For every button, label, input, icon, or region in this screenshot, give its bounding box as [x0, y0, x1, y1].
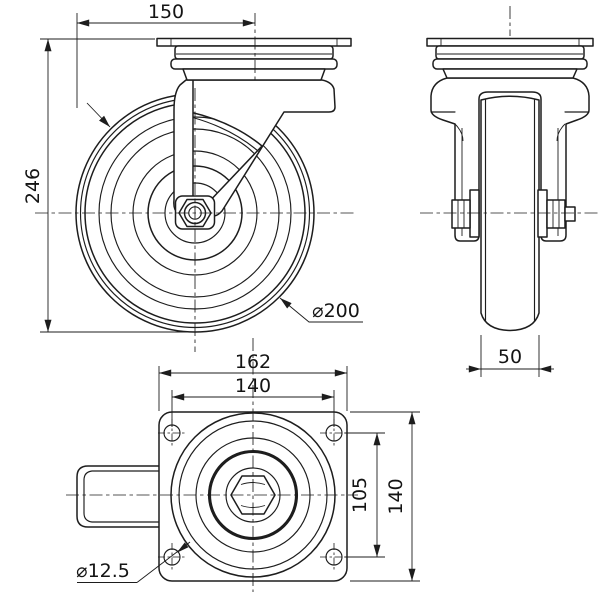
dim-wheel-width: 50: [466, 335, 554, 377]
dim-140h-label: 140: [235, 375, 271, 397]
wheel-footprint-tread-top: [83, 470, 167, 481]
kingpin-hexagon: [230, 475, 276, 515]
axle-washer-left: [469, 189, 480, 238]
axle-washer-right: [537, 189, 548, 238]
axle-nut-left: [451, 199, 471, 229]
dim-150-label: 150: [148, 1, 184, 23]
leader-bolt-hole-diameter: ⌀12.5: [76, 541, 191, 583]
leader-wheel-diameter: ⌀200: [279, 297, 363, 323]
swivel-race-lower: [432, 58, 588, 70]
dim-162-label: 162: [235, 351, 271, 373]
side-view: 50: [420, 6, 598, 377]
axle-nut-right: [546, 199, 566, 229]
dim-swivel-radius: 150: [76, 1, 255, 108]
leader-line: [279, 297, 363, 323]
leader-arrowhead: [176, 542, 189, 553]
dim-plate-length: 162: [158, 351, 348, 411]
front-centerlines: [35, 13, 357, 352]
front-fork: [173, 79, 336, 217]
dim-50-label: 50: [498, 346, 522, 368]
top-plate-edge: [156, 37, 352, 47]
fork-foot-curve-left: [454, 123, 464, 142]
fork-hood-accent-curve: [190, 116, 259, 152]
dim-bolt-spacing-vertical: 105: [345, 432, 385, 558]
swivel-race-upper: [174, 45, 334, 60]
leader-tread-arrow: [86, 102, 111, 128]
axle-stub-right: [564, 206, 576, 222]
bottom-view: 162 140 105 140 ⌀12.5: [66, 338, 420, 592]
side-axle: [451, 189, 576, 238]
dim-overall-height: 246: [22, 38, 197, 333]
dim-246-label: 246: [22, 168, 44, 204]
side-swivel-assembly: [426, 37, 594, 79]
front-swivel-assembly: [156, 37, 352, 81]
dim-plate-width: 140: [350, 411, 420, 582]
fork-hood-and-leg: [189, 79, 336, 217]
fork-left-leg: [173, 79, 194, 214]
swivel-neck: [442, 68, 578, 79]
wheel-footprint-outline: [76, 465, 167, 528]
fork-foot-curve-right: [556, 123, 566, 142]
top-plate-edge: [426, 37, 594, 47]
swivel-race-upper: [435, 45, 585, 60]
swivel-race-lower: [170, 58, 338, 70]
dim-140v-label: 140: [385, 478, 407, 514]
dim-105-label: 105: [349, 477, 371, 513]
dim-bolt-spacing-horizontal: 140: [171, 375, 335, 427]
dim-dia200-label: ⌀200: [312, 300, 360, 322]
side-centerlines: [420, 6, 598, 214]
dim-dia12-5-label: ⌀12.5: [76, 560, 130, 582]
front-view: 150 246 ⌀200: [22, 1, 363, 352]
bottom-centerlines: [66, 338, 358, 592]
swivel-neck: [182, 68, 326, 81]
wheel-footprint: [76, 465, 167, 528]
wheel-footprint-tread-bottom: [83, 512, 167, 523]
